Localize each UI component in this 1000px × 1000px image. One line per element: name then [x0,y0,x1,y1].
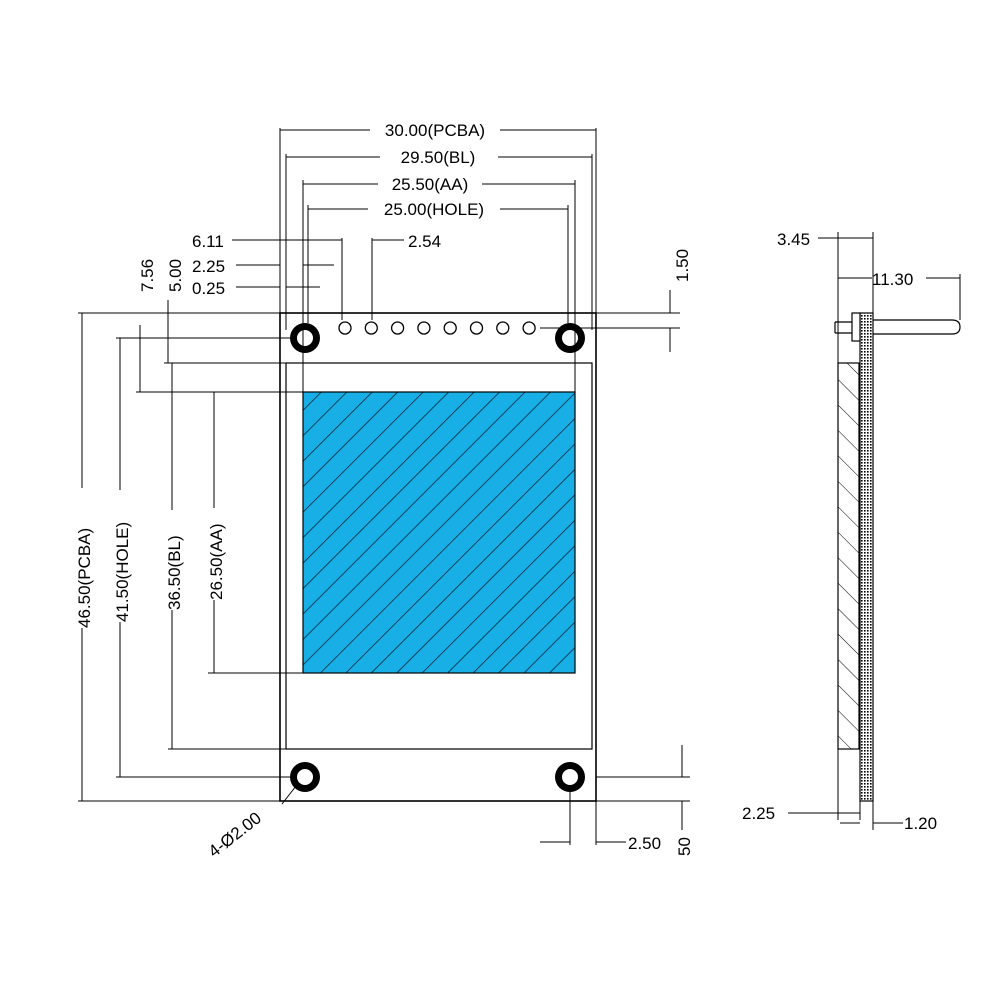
pin-header [338,321,536,335]
pin-hole [364,321,378,335]
dim-pin-offset-label: 6.11 [192,232,224,251]
side-view: 3.45 11.30 2.25 1.20 [742,230,961,833]
dim-width-aa-label: 25.50(AA) [392,175,469,194]
dim-height-bl-label: 36.50(BL) [165,535,184,610]
dim-hole-spec: 4-Ø2.00 [205,785,297,861]
dim-hole-edge: 2.50 [540,790,661,853]
dim-height-bl: 36.50(BL) [165,363,286,750]
pin-hole [443,321,457,335]
dim-bl-top-label: 5.00 [166,259,185,292]
dim-bl-edge: 2.25 [192,257,334,276]
dim-top-thickness-label: 3.45 [777,230,810,249]
dim-bl-edge-label: 2.25 [192,257,225,276]
dim-bl-thickness: 2.25 [742,749,861,823]
dim-hole-edge-label: 2.50 [628,834,661,853]
dim-height-aa: 26.50(AA) [207,391,303,674]
dim-width-bl: 29.50(BL) [285,148,593,330]
pin-hole [390,321,405,335]
dim-pin-pitch-label: 2.54 [408,232,441,251]
dim-bl-gap-label: 0.25 [192,279,225,298]
mounting-hole-top-right [555,323,585,353]
dim-hole-bottom: 50 [596,745,694,856]
dim-height-hole-label: 41.50(HOLE) [113,522,132,622]
dim-pcb-thickness: 1.20 [840,801,937,833]
dim-bl-thickness-label: 2.25 [742,804,775,823]
pin-hole [338,321,352,335]
mounting-hole-top-left [290,323,320,353]
dim-bl-gap: 0.25 [192,279,320,298]
dim-width-pcba-label: 30.00(PCBA) [385,121,485,140]
pin-hole [522,321,536,335]
dim-pin-top-label: 1.50 [673,249,692,282]
dim-aa-top-label: 7.56 [138,259,157,292]
side-backlight [837,362,860,750]
dim-width-pcba: 30.00(PCBA) [279,121,597,313]
pcba-outline [279,312,597,802]
dim-bl-top: 5.00 [164,259,286,364]
dim-width-hole-label: 25.00(HOLE) [384,200,484,219]
dim-pin-length: 11.30 [838,270,961,320]
mounting-hole-bottom-left [290,762,320,792]
dim-height-hole: 41.50(HOLE) [113,337,290,778]
pin-hole [469,321,484,335]
dim-hole-bottom-label: 50 [675,837,694,856]
dim-pin-offset: 6.11 [192,232,343,320]
pin-hole [496,321,510,335]
pin-hole [417,321,431,335]
dim-height-aa-label: 26.50(AA) [207,523,226,600]
dim-hole-spec-label: 4-Ø2.00 [205,808,265,861]
side-pcb [859,312,874,802]
dim-height-pcba: 46.50(PCBA) [75,312,280,802]
dim-width-bl-label: 29.50(BL) [401,148,476,167]
side-pin-header [834,312,961,342]
dim-pcb-thickness-label: 1.20 [904,814,937,833]
dim-height-pcba-label: 46.50(PCBA) [75,528,94,628]
dim-pin-top: 1.50 [540,249,692,352]
backlight-outline [285,362,593,750]
dim-top-thickness: 3.45 [777,230,874,363]
dim-pin-pitch: 2.54 [371,232,441,320]
active-area [302,391,576,674]
dim-width-hole: 25.00(HOLE) [307,200,569,323]
dim-width-aa: 25.50(AA) [302,175,576,392]
mounting-hole-bottom-right [555,762,585,792]
front-view: 30.00(PCBA) 29.50(BL) 25.50(AA) 25.00(HO… [75,121,694,861]
dim-pin-length-label: 11.30 [872,270,913,289]
